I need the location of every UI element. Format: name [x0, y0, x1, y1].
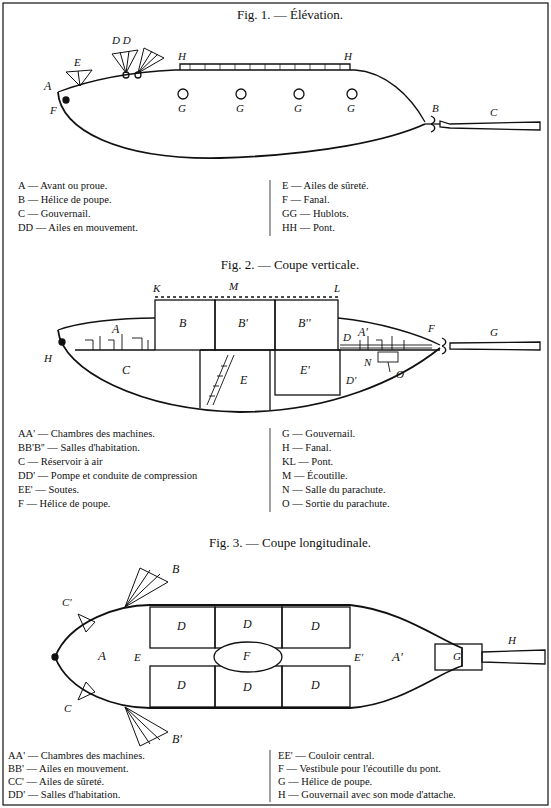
legend-entry: E — Ailes de sûreté. — [282, 180, 369, 192]
legend-entry: AA' — Chambres des machines. — [8, 750, 145, 762]
callout-letter: G — [490, 326, 498, 338]
legend-entry: B — Hélice de poupe. — [18, 194, 112, 206]
callout-letter: G — [178, 102, 186, 114]
callout-letter: B'' — [298, 317, 310, 330]
legend-entry: GG — Hublots. — [282, 208, 349, 220]
legend-entry: H — Gouvernail avec son mode d'attache. — [278, 789, 456, 801]
legend-entry: HH — Pont. — [282, 222, 335, 234]
callout-letter: D — [243, 681, 252, 694]
callout-letter: C — [64, 702, 71, 714]
callout-letter: D — [311, 620, 320, 633]
callout-letter: H — [508, 634, 516, 646]
legend-entry: G — Hélice de poupe. — [278, 776, 372, 788]
callout-letter: D — [311, 679, 320, 692]
callout-letter: A — [44, 80, 51, 93]
legend-entry: EE' — Couloir central. — [278, 750, 374, 762]
callout-letter: D — [343, 331, 351, 343]
legend-entry: DD — Ailes en mouvement. — [18, 222, 138, 234]
legend-entry: CC' — Ailes de sûreté. — [8, 776, 104, 788]
legend-divider — [270, 750, 271, 802]
callout-letter: E — [134, 651, 141, 663]
callout-letter: E' — [300, 364, 310, 377]
figure-heading: Fig. 3. — Coupe longitudinale. — [209, 536, 371, 550]
callout-letter: D' — [346, 374, 356, 386]
callout-letter: D D — [112, 34, 131, 46]
callout-letter: N — [364, 356, 371, 368]
callout-letter: A' — [392, 650, 403, 664]
legend-entry: G — Gouvernail. — [282, 428, 355, 440]
legend-entry: DD' — Salles d'habitation. — [8, 789, 120, 801]
callout-letter: A — [98, 649, 106, 663]
callout-letter: B — [179, 317, 186, 330]
callout-letter: D — [243, 618, 252, 631]
fig2-hull — [58, 297, 540, 412]
callout-letter: G — [453, 650, 461, 662]
callout-letter: H — [344, 50, 352, 62]
callout-letter: B' — [172, 733, 182, 746]
figure-heading: Fig. 2. — Coupe verticale. — [221, 258, 359, 272]
legend-entry: F — Hélice de poupe. — [18, 498, 110, 510]
legend-entry: AA' — Chambres des machines. — [18, 428, 155, 440]
figure-heading: Fig. 1. — Élévation. — [237, 8, 343, 22]
frame — [3, 3, 548, 805]
callout-letter: E — [74, 56, 81, 68]
legend-entry: C — Gouvernail. — [18, 208, 91, 220]
callout-letter: G — [236, 102, 244, 114]
callout-letter: A' — [358, 326, 368, 339]
callout-letter: C — [122, 364, 130, 377]
callout-letter: G — [294, 102, 302, 114]
callout-letter: E' — [354, 651, 363, 663]
callout-letter: C' — [62, 596, 72, 608]
legend-divider — [270, 180, 271, 236]
callout-letter: M — [229, 280, 238, 292]
callout-letter: B — [172, 563, 179, 576]
legend-entry: A — Avant ou proue. — [18, 180, 107, 192]
legend-entry: BB' — Ailes en mouvement. — [8, 763, 129, 775]
legend-entry: C — Réservoir à air — [18, 456, 103, 468]
callout-letter: H — [178, 50, 186, 62]
legend-entry: M — Écoutille. — [282, 470, 348, 482]
callout-letter: F — [243, 650, 250, 663]
callout-letter: L — [334, 282, 340, 294]
legend-entry: BB'B'' — Salles d'habitation. — [18, 442, 140, 454]
callout-letter: H — [44, 352, 52, 364]
legend-entry: DD' — Pompe et conduite de compression — [18, 470, 197, 482]
fig3-hull — [52, 568, 545, 746]
fig1-hull — [58, 48, 540, 158]
legend-entry: F — Vestibule pour l'écoutille du pont. — [278, 763, 441, 775]
callout-letter: E — [240, 374, 247, 387]
callout-letter: O — [396, 368, 404, 380]
legend-entry: KL — Pont. — [282, 456, 333, 468]
legend-entry: H — Fanal. — [282, 442, 331, 454]
callout-letter: B' — [238, 317, 248, 330]
legend-entry: F — Fanal. — [282, 194, 330, 206]
legend-entry: N — Salle du parachute. — [282, 484, 386, 496]
callout-letter: D — [177, 679, 186, 692]
legend-divider — [270, 428, 271, 512]
legend-entry: EE' — Soutes. — [18, 484, 79, 496]
callout-letter: B — [432, 102, 439, 114]
callout-letter: F — [50, 104, 57, 116]
callout-letter: C — [490, 106, 497, 118]
callout-letter: A — [112, 323, 119, 336]
callout-letter: G — [347, 102, 355, 114]
callout-letter: K — [153, 282, 160, 294]
callout-letter: F — [428, 322, 435, 334]
legend-entry: O — Sortie du parachute. — [282, 498, 390, 510]
callout-letter: D — [177, 620, 186, 633]
